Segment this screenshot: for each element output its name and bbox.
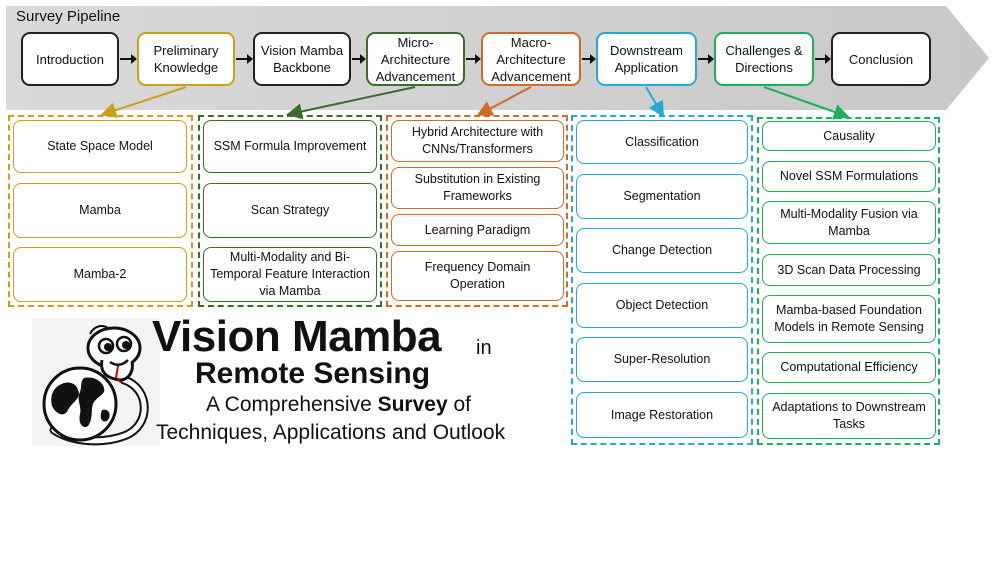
- item-mamba[interactable]: Mamba: [13, 183, 187, 238]
- group-downstream-application: [571, 115, 753, 445]
- item-label: Multi-Modality Fusion via Mamba: [780, 206, 918, 238]
- item-segmentation[interactable]: Segmentation: [576, 174, 748, 219]
- item-label: Causality: [823, 128, 875, 143]
- flow-arrow: [352, 54, 366, 64]
- stage-preliminary-knowledge[interactable]: Preliminary Knowledge: [137, 32, 235, 86]
- snake-globe-logo-icon: [32, 318, 160, 446]
- item-label: Change Detection: [611, 243, 713, 257]
- stage-macro-architecture[interactable]: Macro-Architecture Advancement: [481, 32, 581, 86]
- stage-label: Vision Mamba Backbone: [260, 43, 344, 75]
- banner-title: Vision Mamba: [152, 312, 442, 361]
- item-causality[interactable]: Causality: [762, 121, 936, 151]
- item-multi-modality-bi-temporal[interactable]: Multi-Modality and Bi-Temporal Feature I…: [203, 247, 377, 302]
- tagline-part-a: A Comprehensive: [206, 393, 378, 416]
- item-label: Mamba-2: [73, 267, 127, 281]
- item-label: Computational Efficiency: [780, 360, 918, 374]
- stage-downstream-application[interactable]: Downstream Application: [596, 32, 697, 86]
- stage-label: Downstream Application: [610, 43, 683, 75]
- stage-label: Conclusion: [848, 51, 914, 67]
- item-classification[interactable]: Classification: [576, 120, 748, 164]
- item-scan-strategy[interactable]: Scan Strategy: [203, 183, 377, 238]
- item-label: Image Restoration: [610, 407, 714, 422]
- stage-challenges-directions[interactable]: Challenges & Directions: [714, 32, 814, 86]
- item-label: Mamba-based Foundation Models in Remote …: [774, 303, 924, 334]
- flow-arrow: [466, 54, 481, 64]
- group-preliminary-knowledge: [8, 115, 193, 307]
- item-frequency-domain[interactable]: Frequency Domain Operation: [391, 251, 564, 301]
- stage-introduction[interactable]: Introduction: [21, 32, 119, 86]
- stage-label: Preliminary Knowledge: [153, 43, 219, 75]
- item-label: 3D Scan Data Processing: [777, 262, 921, 277]
- item-label: Scan Strategy: [250, 203, 330, 217]
- tagline-bold-survey: Survey: [377, 393, 448, 416]
- banner-title-in: in: [476, 337, 492, 359]
- item-novel-ssm-formulations[interactable]: Novel SSM Formulations: [762, 161, 936, 192]
- item-3d-scan-processing[interactable]: 3D Scan Data Processing: [762, 254, 936, 286]
- item-computational-efficiency[interactable]: Computational Efficiency: [762, 352, 936, 383]
- stage-conclusion[interactable]: Conclusion: [831, 32, 931, 86]
- stage-vision-mamba-backbone[interactable]: Vision Mamba Backbone: [253, 32, 351, 86]
- item-learning-paradigm[interactable]: Learning Paradigm: [391, 214, 564, 246]
- item-object-detection[interactable]: Object Detection: [576, 283, 748, 328]
- flow-arrow: [815, 54, 831, 64]
- item-ssm-formula-improvement[interactable]: SSM Formula Improvement: [203, 120, 377, 173]
- item-label: Multi-Modality and Bi-Temporal Feature I…: [210, 250, 370, 298]
- flow-arrow: [236, 54, 253, 64]
- group-challenges-directions: [757, 117, 940, 445]
- item-label: Classification: [625, 134, 699, 149]
- item-label: Adaptations to Downstream Tasks: [772, 400, 926, 431]
- item-foundation-models[interactable]: Mamba-based Foundation Models in Remote …: [762, 295, 936, 343]
- banner-tagline-line2: Techniques, Applications and Outlook: [156, 421, 506, 444]
- tagline-part-b: of: [447, 393, 471, 416]
- stage-micro-architecture[interactable]: Micro-Architecture Advancement: [366, 32, 465, 86]
- item-label: Mamba: [79, 203, 121, 217]
- flow-arrow: [120, 54, 137, 64]
- item-adaptations-downstream[interactable]: Adaptations to Downstream Tasks: [762, 393, 936, 439]
- item-label: Super-Resolution: [613, 352, 711, 366]
- stage-label: Micro-Architecture Advancement: [375, 34, 456, 84]
- group-micro-architecture: [198, 115, 382, 307]
- item-state-space-model[interactable]: State Space Model: [13, 120, 187, 173]
- item-label: Hybrid Architecture with CNNs/Transforme…: [411, 125, 544, 156]
- item-image-restoration[interactable]: Image Restoration: [576, 392, 748, 438]
- banner-subtitle: Remote Sensing: [195, 357, 431, 390]
- item-label: Segmentation: [623, 189, 701, 203]
- flow-arrow: [698, 54, 714, 64]
- banner-tagline-line1: A Comprehensive Survey of: [206, 392, 471, 418]
- stage-label: Introduction: [36, 51, 104, 67]
- item-label: SSM Formula Improvement: [213, 139, 367, 153]
- stage-label: Macro-Architecture Advancement: [491, 34, 571, 84]
- item-super-resolution[interactable]: Super-Resolution: [576, 337, 748, 382]
- pipeline-title: Survey Pipeline: [16, 8, 121, 25]
- item-mamba-2[interactable]: Mamba-2: [13, 247, 187, 302]
- item-label: Frequency Domain Operation: [424, 260, 531, 291]
- flow-arrow: [582, 54, 596, 64]
- item-change-detection[interactable]: Change Detection: [576, 228, 748, 273]
- item-hybrid-architecture[interactable]: Hybrid Architecture with CNNs/Transforme…: [391, 120, 564, 162]
- item-substitution-frameworks[interactable]: Substitution in Existing Frameworks: [391, 167, 564, 209]
- group-macro-architecture: [386, 115, 568, 307]
- item-label: State Space Model: [47, 139, 153, 153]
- item-label: Substitution in Existing Frameworks: [414, 172, 541, 203]
- item-label: Novel SSM Formulations: [779, 169, 919, 183]
- item-label: Learning Paradigm: [424, 222, 531, 237]
- stage-label: Challenges & Directions: [725, 43, 803, 75]
- item-multi-modality-fusion[interactable]: Multi-Modality Fusion via Mamba: [762, 201, 936, 244]
- item-label: Object Detection: [615, 298, 709, 312]
